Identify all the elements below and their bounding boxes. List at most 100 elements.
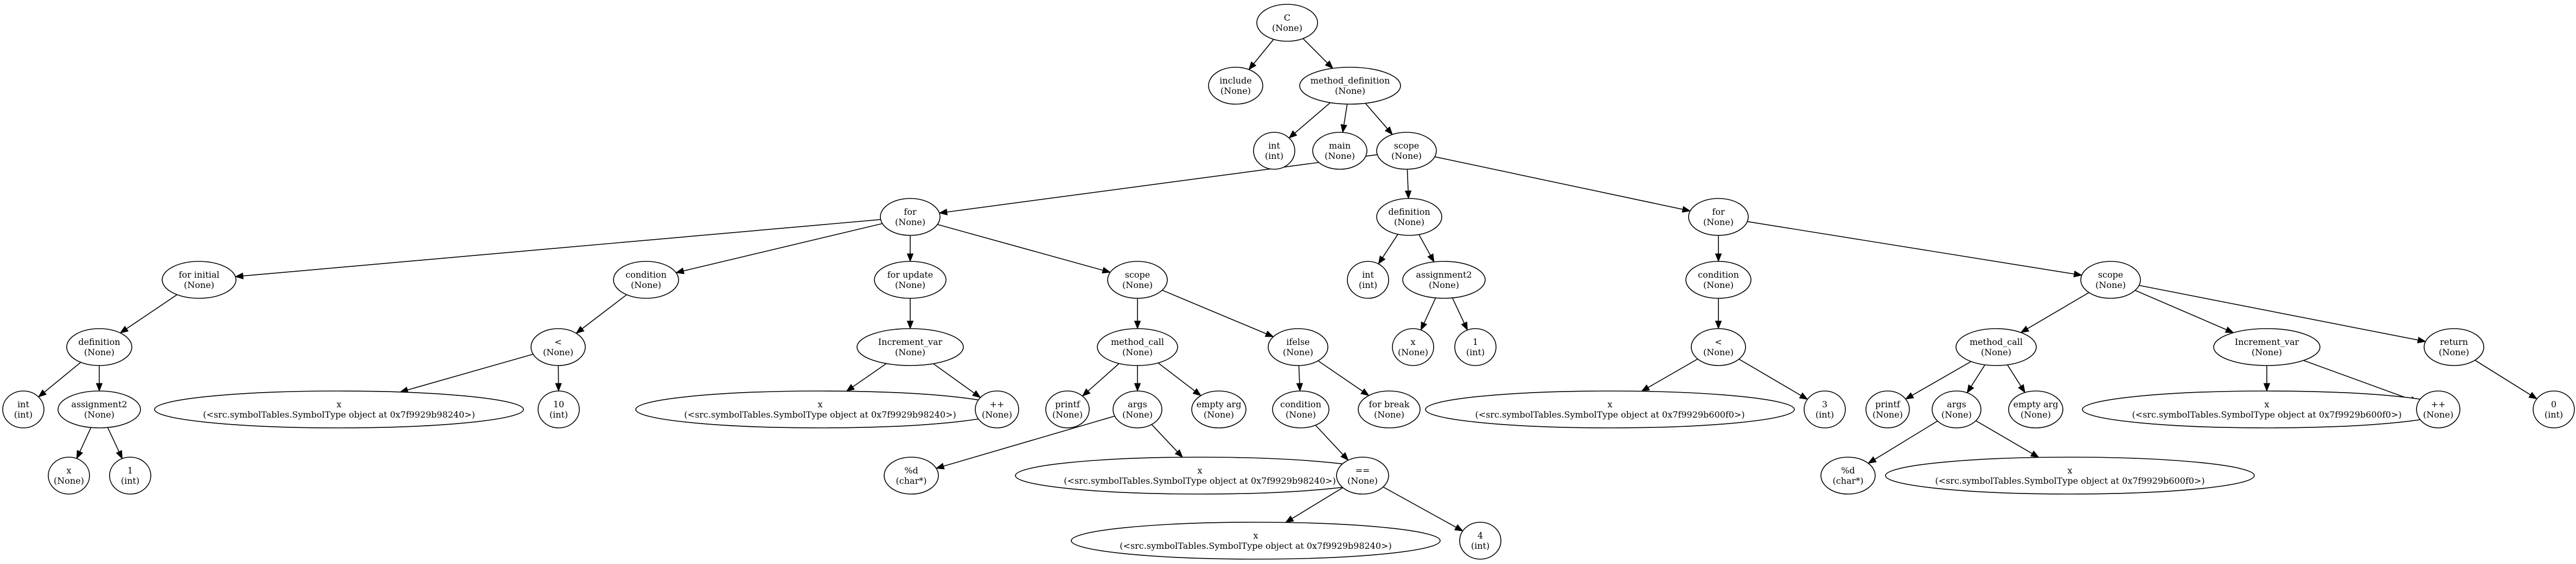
tree-node-n24: method_call(None) [1097, 328, 1178, 366]
arrowhead-icon [119, 325, 129, 334]
node-type: (char*) [896, 476, 927, 486]
edge-line [1407, 169, 1409, 191]
node-label: < [1715, 337, 1722, 347]
tree-node-n17: 1(int) [109, 457, 151, 495]
node-type: (None) [1286, 409, 1316, 420]
node-type: (None) [1122, 280, 1153, 290]
node-type: (None) [84, 409, 114, 420]
edge-n41-n47 [2139, 285, 2426, 344]
arrowhead-icon [906, 321, 914, 330]
tree-node-n39: 1(int) [1454, 328, 1497, 366]
edge-line [242, 219, 881, 277]
node-ellipse [2424, 328, 2484, 366]
arrowhead-icon [1404, 190, 1412, 200]
node-ellipse [1402, 261, 1486, 299]
tree-node-n44: 3(int) [1804, 390, 1846, 428]
node-ellipse [1820, 457, 1876, 495]
node-label: int [17, 399, 29, 409]
edge-n18-n20 [555, 365, 562, 392]
node-type: (None) [1941, 409, 1972, 420]
node-type: (None) [543, 347, 573, 357]
edge-line [1434, 156, 1683, 210]
arrowhead-icon [1192, 388, 1201, 396]
node-type: (None) [982, 409, 1012, 420]
tree-node-n7: definition(None) [1376, 198, 1442, 236]
arrowhead-icon [1420, 321, 1428, 331]
node-type: (None) [1052, 409, 1083, 420]
node-ellipse [1045, 390, 1090, 428]
arrowhead-icon [576, 325, 585, 334]
tree-node-n35: 4(int) [1459, 522, 1501, 560]
node-ellipse [1097, 328, 1178, 366]
node-label: x [817, 399, 822, 409]
node-label: == [1356, 465, 1370, 476]
edge-n46-n53 [2263, 366, 2271, 392]
edge-line [1418, 234, 1431, 256]
edge-line [2027, 292, 2089, 329]
edge-n31-n33 [1315, 425, 1349, 461]
node-label: x [1607, 399, 1612, 409]
edge-n42-n43 [1641, 358, 1698, 392]
tree-node-n46: Increment_var(None) [2213, 328, 2321, 366]
arrowhead-icon [972, 390, 981, 398]
node-ellipse [1685, 261, 1752, 299]
node-ellipse [1299, 67, 1401, 105]
arrowhead-icon [1378, 255, 1386, 265]
edge-n47-n55 [2475, 360, 2538, 400]
node-type: (<src.symbolTables.SymbolType object at … [2132, 409, 2401, 420]
node-ellipse [874, 261, 947, 299]
node-type: (None) [1703, 280, 1734, 290]
arrowhead-icon [1454, 524, 1463, 531]
node-label: ifelse [1286, 337, 1309, 347]
node-label: main [1329, 140, 1351, 151]
arrowhead-icon [116, 450, 123, 459]
tree-node-n49: args(None) [1932, 390, 1981, 428]
arrowhead-icon [1264, 330, 1274, 337]
arrowhead-icon [935, 463, 945, 470]
node-type: (None) [1429, 280, 1459, 290]
node-ellipse [1071, 522, 1441, 560]
node-label: x [66, 465, 71, 476]
node-ellipse [1459, 522, 1501, 560]
edge-line [1294, 102, 1331, 133]
edge-n2-n5 [1365, 102, 1393, 136]
edge-line [947, 154, 1378, 213]
node-label: condition [1698, 270, 1739, 280]
edge-n13-n14 [37, 362, 81, 398]
edge-line [1365, 102, 1388, 129]
node-type: (None) [184, 280, 214, 290]
edge-line [1452, 297, 1465, 324]
node-label: x [1253, 530, 1258, 541]
node-ellipse [1392, 328, 1434, 366]
edge-n7-n36 [1378, 234, 1398, 265]
arrowhead-icon [76, 450, 84, 459]
node-label: x [1197, 465, 1202, 476]
node-ellipse [1376, 198, 1442, 236]
node-type: (int) [549, 409, 568, 420]
arrowhead-icon [1284, 515, 1294, 523]
arrowhead-icon [2018, 384, 2025, 393]
node-type: (<src.symbolTables.SymbolType object at … [1120, 541, 1391, 551]
edge-n25-n31 [1296, 365, 1303, 392]
arrowhead-icon [1248, 61, 1257, 70]
edge-n11-n21 [906, 298, 914, 330]
node-ellipse [66, 328, 132, 366]
edge-n27-n29 [935, 415, 1115, 470]
edge-n49-n51 [1868, 420, 1938, 464]
node-ellipse [2008, 390, 2063, 428]
node-type: (None) [2021, 409, 2051, 420]
node-ellipse [2080, 261, 2141, 299]
node-ellipse [1191, 390, 1247, 428]
arrowhead-icon [2263, 383, 2271, 392]
node-type: (None) [1283, 347, 1313, 357]
arrowhead-icon [938, 208, 948, 216]
arrowhead-icon [1799, 392, 1808, 400]
edge-n25-n32 [1318, 360, 1370, 396]
node-ellipse [1955, 328, 2037, 366]
edge-line [1971, 364, 1985, 387]
edge-line [2134, 290, 2227, 330]
node-label: method_call [1111, 337, 1164, 347]
edge-n5-n6 [938, 154, 1378, 216]
tree-node-n43: x(<src.symbolTables.SymbolType object at… [1425, 390, 1795, 428]
arrowhead-icon [1641, 384, 1650, 392]
